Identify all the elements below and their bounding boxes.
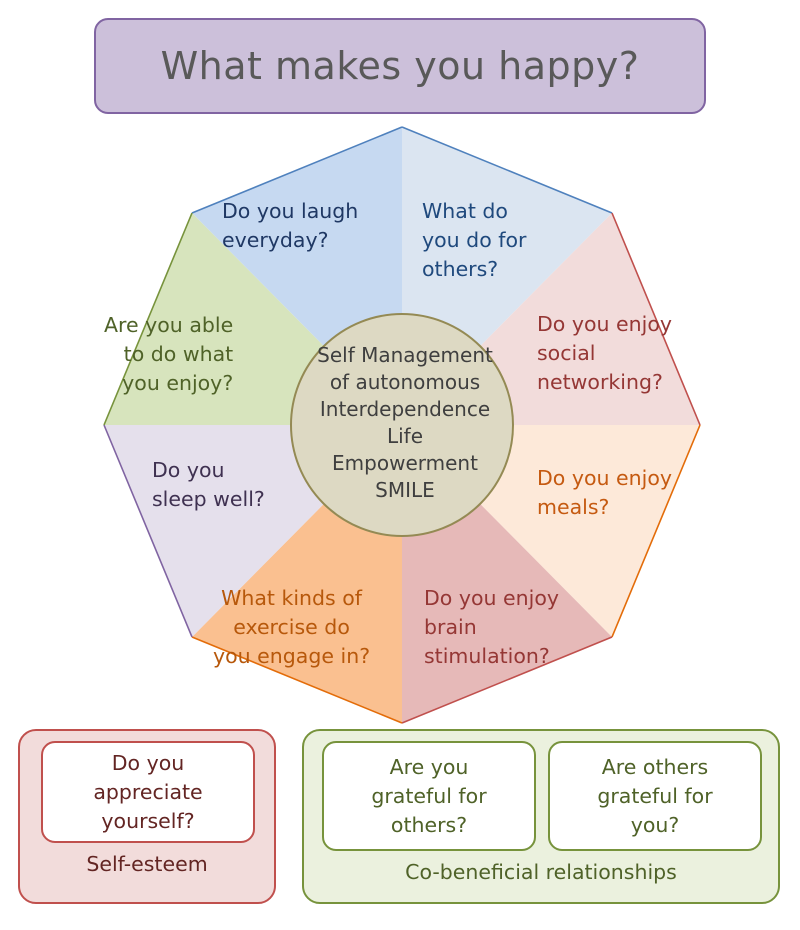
segment-text-exercise: What kinds of exercise do you engage in? (213, 584, 370, 671)
center-line: Self Management (317, 343, 493, 367)
question-line: you? (630, 812, 680, 837)
segment-line: sleep well? (152, 487, 265, 511)
center-line: Life (386, 424, 424, 448)
question-line: others? (390, 812, 468, 837)
center-line: Interdependence (319, 397, 491, 421)
segment-line: networking? (537, 370, 663, 394)
octagon-edge-meals (611, 424, 701, 638)
others-grateful-box: Are others grateful for you? (548, 741, 762, 851)
appreciate-yourself-box: Do you appreciate yourself? (41, 741, 255, 843)
segment-line: to do what (123, 342, 234, 366)
octagon-edge-exercise (191, 636, 403, 724)
segment-line: What kinds of (221, 586, 362, 610)
center-line: SMILE (375, 478, 435, 502)
question-line: grateful for (597, 783, 713, 808)
segment-text-meals: Do you enjoy meals? (537, 464, 672, 522)
segment-line: Do you enjoy (537, 466, 673, 490)
segment-line: Are you able (104, 313, 234, 337)
question-line: grateful for (371, 783, 487, 808)
self-esteem-group: Do you appreciate yourself? Self-esteem (18, 729, 276, 904)
segment-line: brain (424, 615, 477, 639)
octagon-segments (103, 126, 701, 724)
octagon-edge-enjoy (103, 212, 193, 426)
octagon-edge-sleep (103, 424, 193, 638)
segment-line: Do you (152, 458, 225, 482)
question-line: Do you (111, 750, 185, 775)
segment-text-brain: Do you enjoy brain stimulation? (424, 584, 559, 671)
segment-line: you do for (422, 228, 527, 252)
question-line: Are others (601, 754, 709, 779)
question-line: Are you (389, 754, 469, 779)
octagon-edge-laugh (191, 126, 403, 214)
relationships-label: Co-beneficial relationships (405, 860, 677, 884)
question-line: appreciate (93, 779, 203, 804)
page-title: What makes you happy? (160, 44, 640, 88)
question-line: yourself? (101, 808, 195, 833)
relationships-group: Are you grateful for others? Are others … (302, 729, 780, 904)
segment-line: stimulation? (424, 644, 550, 668)
octagon-edge-brain (401, 636, 613, 724)
segment-line: Do you enjoy (537, 312, 673, 336)
center-label: Self Management of autonomous Interdepen… (292, 342, 518, 504)
octagon-edge-others (401, 126, 613, 214)
octagon-edge-social (611, 212, 701, 426)
segment-line: What do (422, 199, 508, 223)
segment-line: Do you laugh (222, 199, 359, 223)
title-box: What makes you happy? (94, 18, 706, 114)
segment-line: meals? (537, 495, 610, 519)
center-line: Empowerment (332, 451, 478, 475)
segment-line: you enjoy? (122, 371, 234, 395)
center-line: of autonomous (329, 370, 481, 394)
segment-line: exercise do (233, 615, 350, 639)
self-esteem-label: Self-esteem (86, 852, 208, 876)
segment-text-laugh: Do you laugh everyday? (222, 197, 358, 255)
segment-text-others: What do you do for others? (422, 197, 526, 284)
grateful-for-others-box: Are you grateful for others? (322, 741, 536, 851)
segment-text-social: Do you enjoy social networking? (537, 310, 672, 397)
segment-line: social (537, 341, 596, 365)
segment-line: you engage in? (213, 644, 371, 668)
segment-line: others? (422, 257, 499, 281)
segment-text-enjoy: Are you able to do what you enjoy? (104, 311, 233, 398)
segment-line: Do you enjoy (424, 586, 560, 610)
segment-line: everyday? (222, 228, 329, 252)
segment-text-sleep: Do you sleep well? (152, 456, 265, 514)
center-circle (290, 313, 514, 537)
